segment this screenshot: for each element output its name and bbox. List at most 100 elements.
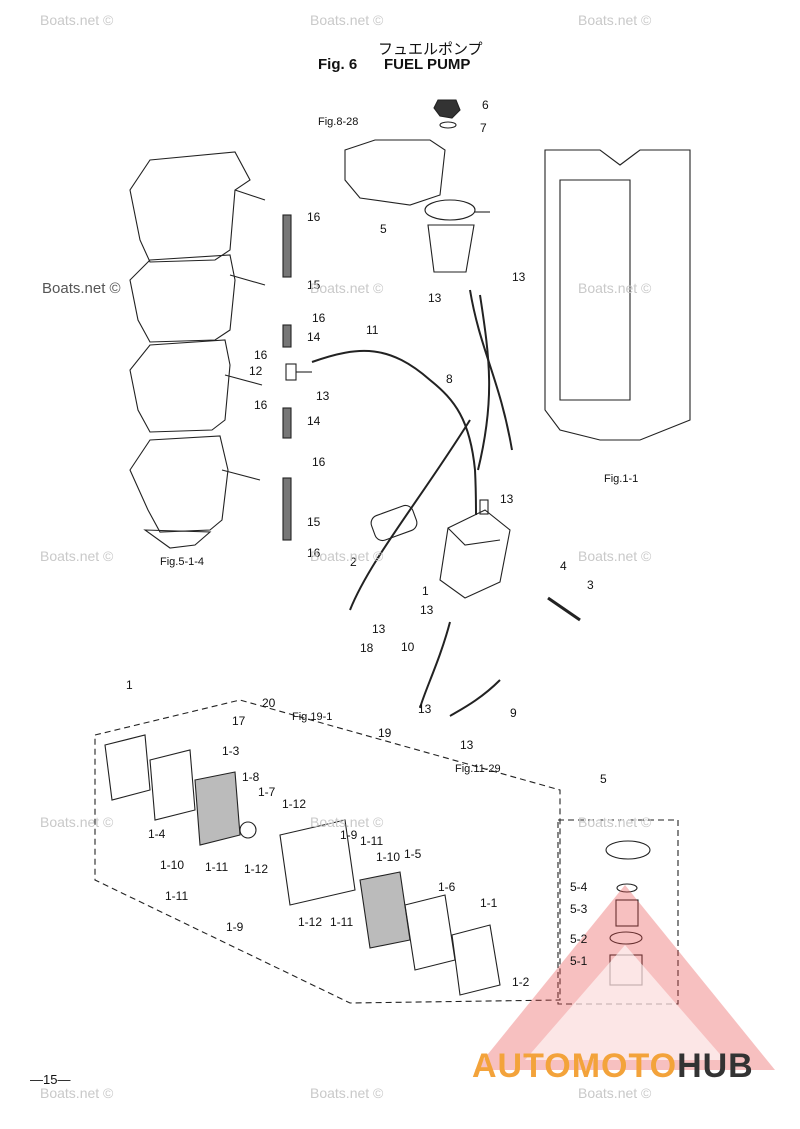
callout-13[interactable]: 13 (460, 738, 474, 752)
callout-1-7[interactable]: 1-7 (258, 785, 276, 799)
figure-number: Fig. 6 (318, 56, 358, 73)
callout-13[interactable]: 13 (316, 389, 330, 403)
brand-part-b: HUB (677, 1047, 754, 1085)
detail-box (94, 699, 561, 1004)
watermark: Boats.net © (310, 12, 384, 28)
cylinder-block-outline (129, 151, 266, 549)
callout-13[interactable]: 13 (512, 270, 526, 284)
callout-13[interactable]: 13 (500, 492, 514, 506)
callout-1-10[interactable]: 1-10 (160, 858, 185, 872)
callout-1-12[interactable]: 1-12 (244, 862, 269, 876)
callout-10[interactable]: 10 (401, 640, 415, 654)
callout-11[interactable]: 11 (366, 323, 379, 337)
callout-14[interactable]: 14 (307, 414, 321, 428)
callout-5-4[interactable]: 5-4 (570, 880, 588, 894)
callout-1-assembly[interactable]: 1 (126, 678, 133, 692)
callout-1-6[interactable]: 1-6 (438, 880, 456, 894)
callout-16[interactable]: 16 (254, 348, 268, 362)
callout-5[interactable]: 5 (380, 222, 387, 236)
callout-1-9[interactable]: 1-9 (340, 828, 358, 842)
callout-1-11[interactable]: 1-11 (330, 915, 354, 929)
brand-part-a: AUTOMOTO (472, 1047, 678, 1085)
callout-9[interactable]: 9 (510, 706, 517, 720)
watermark: Boats.net © (40, 12, 114, 28)
callout-2[interactable]: 2 (350, 555, 357, 569)
callout-1-2[interactable]: 1-2 (512, 975, 530, 989)
watermark: Boats.net © (310, 814, 384, 830)
callout-5-1[interactable]: 5-1 (570, 954, 588, 968)
reference-fig-19-1[interactable]: Fig.19-1 (292, 711, 333, 723)
callout-1-3[interactable]: 1-3 (222, 744, 240, 758)
watermark: Boats.net © (42, 280, 121, 297)
callout-6[interactable]: 6 (482, 98, 489, 112)
automotohub-logo: AUTOMOTOHUB (472, 1047, 754, 1086)
callout-16[interactable]: 16 (312, 455, 326, 469)
gasket-outline (370, 504, 418, 542)
callout-17[interactable]: 17 (232, 714, 246, 728)
callout-1-5[interactable]: 1-5 (404, 847, 422, 861)
callout-14[interactable]: 14 (307, 330, 321, 344)
callout-1-9[interactable]: 1-9 (226, 920, 244, 934)
title-japanese: フュエルポンプ (378, 40, 483, 58)
crankcase-outline (544, 149, 691, 441)
watermark: Boats.net © (40, 548, 114, 564)
callout-1-4[interactable]: 1-4 (148, 827, 166, 841)
hose-set-left (282, 214, 312, 541)
bracket-outline (344, 139, 446, 206)
callout-8[interactable]: 8 (446, 372, 453, 386)
callout-13[interactable]: 13 (418, 702, 432, 716)
watermark: Boats.net © (310, 548, 384, 564)
callout-1-10[interactable]: 1-10 (376, 850, 401, 864)
callout-5-assembly[interactable]: 5 (600, 772, 607, 786)
callout-12[interactable]: 12 (249, 364, 263, 378)
callout-16[interactable]: 16 (307, 210, 321, 224)
callout-16[interactable]: 16 (254, 398, 268, 412)
callout-1-11[interactable]: 1-11 (205, 860, 229, 874)
fuel-filter-top (424, 99, 490, 273)
callout-4[interactable]: 4 (560, 559, 567, 573)
automotohub-logo-triangle (475, 885, 775, 1070)
watermark: Boats.net © (40, 814, 114, 830)
callout-1-12[interactable]: 1-12 (282, 797, 307, 811)
figure-title: FUEL PUMP (384, 56, 471, 73)
watermark: Boats.net © (578, 280, 652, 296)
watermark: Boats.net © (578, 1085, 652, 1101)
callout-1-11[interactable]: 1-11 (165, 889, 189, 903)
callout-13[interactable]: 13 (428, 291, 442, 305)
callout-1-8[interactable]: 1-8 (242, 770, 260, 784)
reference-fig-5-1-4[interactable]: Fig.5-1-4 (160, 556, 205, 568)
callout-1-11[interactable]: 1-11 (360, 834, 384, 848)
callout-1-12[interactable]: 1-12 (298, 915, 323, 929)
callout-13[interactable]: 13 (420, 603, 434, 617)
watermark: Boats.net © (578, 548, 652, 564)
page-number: —15— (30, 1072, 71, 1087)
callout-20[interactable]: 20 (262, 696, 276, 710)
callout-5-3[interactable]: 5-3 (570, 902, 588, 916)
reference-fig-8-28[interactable]: Fig.8-28 (318, 116, 359, 128)
watermark: Boats.net © (40, 1085, 114, 1101)
callout-18[interactable]: 18 (360, 641, 374, 655)
callout-15[interactable]: 15 (307, 515, 321, 529)
fuel-hoses (311, 289, 513, 717)
callout-16[interactable]: 16 (307, 546, 321, 560)
fuel-pump-body (439, 499, 511, 599)
callout-16[interactable]: 16 (312, 311, 326, 325)
callout-15[interactable]: 15 (307, 278, 321, 292)
callout-1-1[interactable]: 1-1 (480, 896, 498, 910)
callout-13[interactable]: 13 (372, 622, 386, 636)
watermark: Boats.net © (310, 1085, 384, 1101)
reference-fig-1-1[interactable]: Fig.1-1 (604, 473, 639, 485)
callout-3[interactable]: 3 (587, 578, 594, 592)
bolt-outline (547, 596, 581, 622)
reference-fig-11-29[interactable]: Fig.11-29 (455, 763, 501, 775)
callout-1[interactable]: 1 (422, 584, 429, 598)
callout-19[interactable]: 19 (378, 726, 392, 740)
watermark: Boats.net © (578, 12, 652, 28)
callout-7[interactable]: 7 (480, 121, 487, 135)
watermark: Boats.net © (578, 814, 652, 830)
callout-5-2[interactable]: 5-2 (570, 932, 588, 946)
pump-exploded-parts (104, 734, 501, 996)
watermark: Boats.net © (310, 280, 384, 296)
